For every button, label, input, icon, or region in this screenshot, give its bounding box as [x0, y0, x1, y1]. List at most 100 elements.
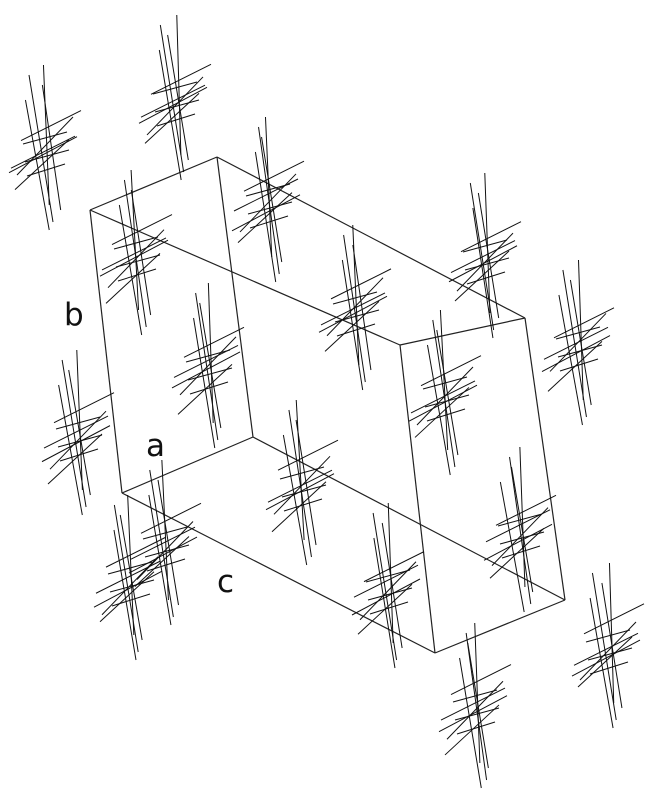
bond-line — [167, 34, 189, 161]
bond-line — [591, 572, 617, 721]
bond-line — [363, 551, 425, 583]
unit-cell-edge-vert-3 — [524, 317, 566, 601]
bond-line — [156, 113, 196, 127]
bond-line — [20, 110, 82, 142]
bond-line — [373, 537, 396, 669]
bond-line — [320, 292, 386, 326]
bond-line — [136, 521, 194, 580]
bond-line — [408, 384, 478, 422]
bond-line — [159, 24, 185, 173]
bond-line — [439, 309, 449, 451]
bond-line — [472, 207, 494, 339]
bond-line — [267, 469, 333, 503]
bond-line — [499, 481, 525, 613]
bond-line — [207, 282, 214, 424]
bond-line — [161, 459, 169, 601]
bond-line — [152, 81, 198, 95]
bond-line — [140, 502, 202, 534]
bond-line — [519, 446, 526, 588]
bond-line — [158, 49, 182, 181]
bond-line — [426, 344, 451, 476]
bond-line — [448, 245, 518, 283]
bond-line — [279, 466, 325, 480]
bond-line — [245, 183, 291, 197]
bond-line — [462, 239, 508, 253]
bond-line — [41, 425, 111, 463]
bond-line — [553, 307, 615, 339]
bond-line — [541, 335, 611, 372]
unit-cell — [89, 156, 566, 654]
bond-line — [477, 192, 500, 319]
bond-line — [231, 194, 301, 232]
bond-line — [148, 494, 172, 626]
unit-cell-edge-vert-4 — [216, 156, 254, 438]
unit-cell-edge-bottom-front — [121, 492, 436, 654]
bond-line — [365, 569, 411, 583]
bond-line — [387, 502, 394, 644]
molecule — [171, 282, 245, 449]
bond-line — [146, 558, 186, 572]
bond-line — [283, 498, 323, 512]
molecule — [99, 169, 173, 336]
bond-line — [341, 259, 364, 391]
unit-cell-edge-bottom-back — [252, 436, 566, 601]
molecule — [351, 502, 425, 669]
bond-line — [111, 214, 173, 245]
bond-line — [410, 380, 476, 414]
bond-line — [465, 632, 488, 781]
bond-line — [183, 326, 245, 358]
bond-line — [10, 135, 76, 169]
bond-line — [237, 192, 293, 243]
bond-line — [47, 433, 103, 485]
axis-label-a: a — [146, 428, 165, 464]
molecules-layer — [8, 14, 645, 789]
bond-line — [491, 507, 549, 567]
unit-cell-edge-bottom-left — [121, 436, 254, 494]
bond-line — [189, 381, 229, 395]
bond-line — [140, 84, 206, 118]
bond-line — [440, 687, 506, 721]
bond-line — [93, 570, 163, 608]
bond-line — [118, 204, 143, 336]
bond-line — [233, 178, 299, 212]
bond-line — [105, 536, 167, 568]
bond-line — [243, 160, 305, 192]
bond-line — [193, 317, 216, 449]
bond-line — [42, 64, 50, 206]
bond-line — [483, 523, 553, 561]
bond-line — [334, 309, 380, 323]
bond-line — [367, 587, 413, 601]
molecule — [41, 349, 115, 516]
bond-line — [459, 657, 482, 789]
bond-line — [585, 629, 631, 643]
bond-line — [144, 93, 200, 144]
bond-line — [76, 349, 83, 491]
bond-line — [420, 355, 482, 387]
bond-line — [134, 536, 190, 587]
bond-line — [510, 466, 534, 593]
bond-line — [146, 76, 204, 136]
bond-line — [130, 189, 152, 316]
bond-line — [264, 116, 273, 258]
molecule — [318, 224, 392, 391]
bond-line — [608, 562, 615, 704]
bond-line — [14, 139, 70, 190]
bond-line — [456, 721, 496, 735]
bond-line — [474, 622, 481, 764]
bond-line — [105, 252, 161, 304]
bond-line — [24, 149, 70, 163]
bond-line — [130, 526, 196, 560]
bond-line — [127, 494, 135, 636]
axis-label-c: c — [217, 564, 235, 600]
bond-line — [109, 579, 155, 593]
bond-line — [444, 704, 500, 756]
molecule — [8, 64, 82, 231]
bond-line — [138, 86, 208, 124]
unit-cell-edge-top-front — [89, 156, 218, 211]
bond-line — [330, 268, 392, 300]
bond-line — [16, 116, 74, 176]
bond-line — [332, 291, 378, 305]
molecule — [138, 14, 212, 181]
bond-line — [587, 647, 633, 661]
